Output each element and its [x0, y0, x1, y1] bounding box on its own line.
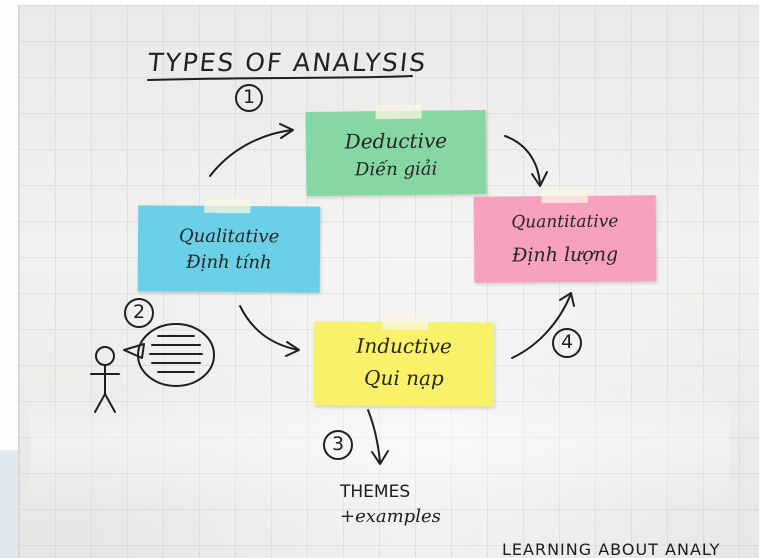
note-qualitative-vi: Định tính — [186, 251, 272, 274]
sticky-note-quantitative: Quantitative Định lượng — [473, 188, 657, 283]
board-reflection — [30, 390, 730, 510]
circle-3 — [323, 430, 353, 460]
tape-strip — [204, 198, 251, 214]
note-inductive-en: Inductive — [356, 333, 452, 359]
step-number-4: 4 — [561, 331, 574, 353]
tape-strip — [375, 104, 422, 120]
step-number-1: 1 — [243, 86, 256, 108]
themes-label: THEMES — [340, 482, 411, 502]
tape-strip — [541, 188, 588, 204]
arrow-qual-to-ded — [209, 129, 293, 177]
step-number-3: 3 — [332, 433, 345, 455]
title-underline — [147, 75, 413, 81]
sticky-note-qualitative: Qualitative Định tính — [137, 198, 321, 293]
circle-1 — [235, 84, 263, 112]
note-qualitative-en: Qualitative — [178, 225, 280, 248]
tape-strip — [382, 315, 429, 331]
note-quantitative-vi: Định lượng — [511, 243, 619, 267]
arrow-ind-to-themes — [367, 409, 381, 463]
circle-2 — [124, 298, 154, 328]
arrow-ded-to-quant — [504, 135, 541, 185]
examples-label: +examples — [340, 506, 441, 527]
step-number-2: 2 — [133, 301, 146, 323]
arrow-ind-to-quant — [511, 295, 571, 359]
arrow-qual-to-ind — [239, 305, 299, 351]
circle-4 — [552, 328, 582, 358]
sticky-note-deductive: Deductive Diến giải — [305, 104, 487, 196]
note-inductive-vi: Qui nạp — [364, 365, 444, 391]
note-deductive-vi: Diến giải — [354, 158, 438, 181]
sticky-note-inductive: Inductive Qui nạp — [313, 315, 495, 407]
speech-bubble — [123, 323, 215, 387]
note-deductive-en: Deductive — [344, 128, 448, 154]
stick-figure — [90, 346, 120, 413]
footer-text: LEARNING ABOUT ANALY — [502, 540, 721, 558]
note-quantitative-en: Quantitative — [511, 211, 619, 233]
